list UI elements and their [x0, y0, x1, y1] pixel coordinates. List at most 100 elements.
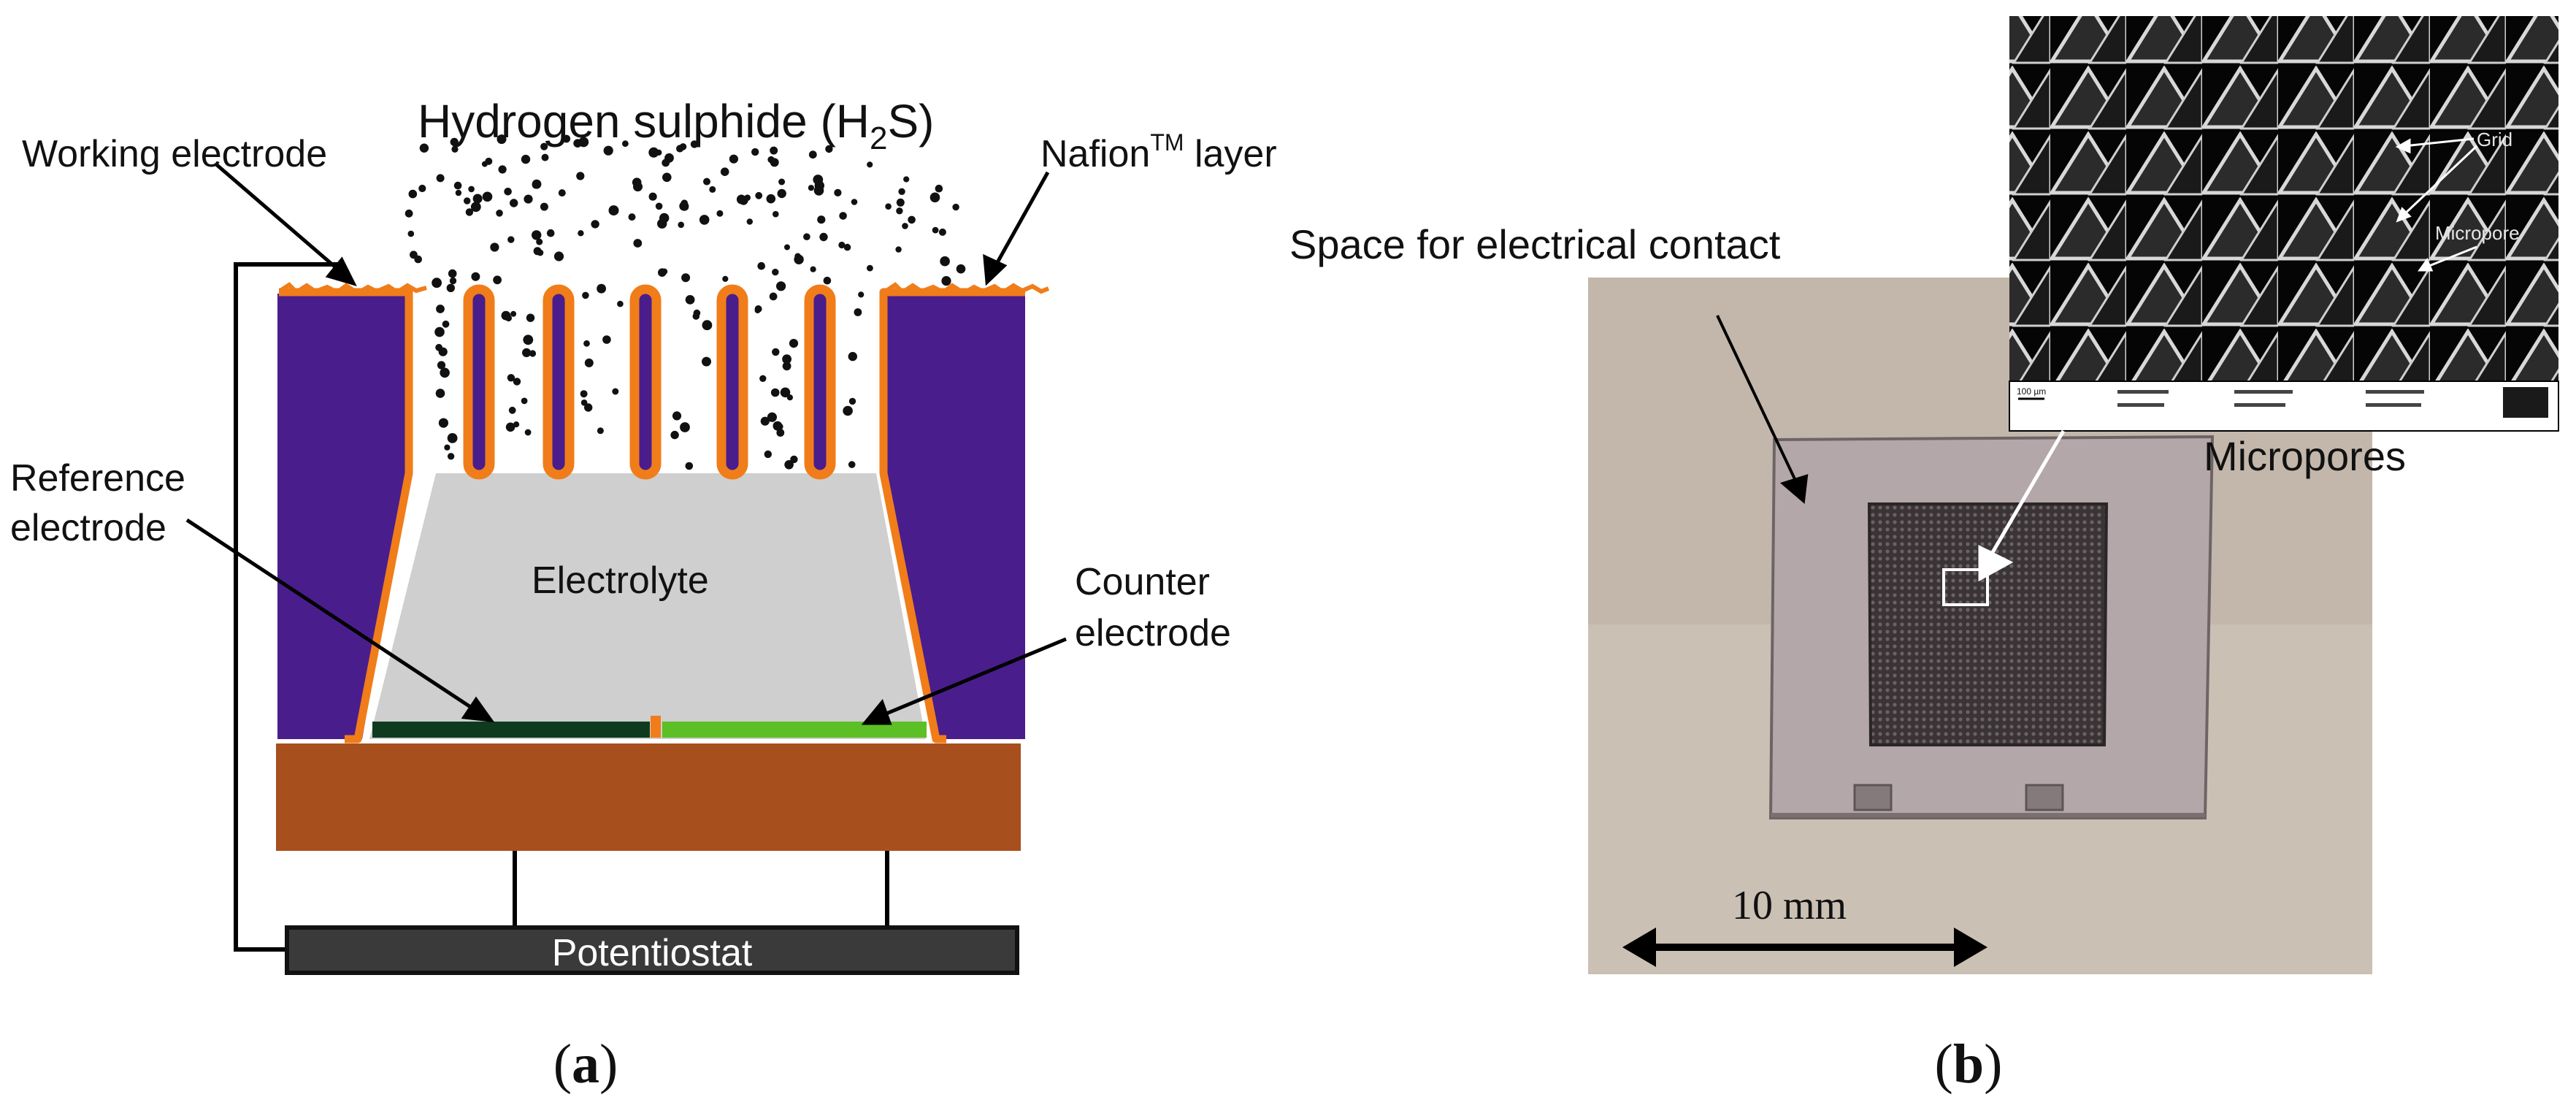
h2s-molecule-dot — [938, 228, 946, 236]
h2s-molecules — [405, 134, 966, 470]
h2s-molecule-dot — [493, 275, 502, 285]
h2s-molecule-dot — [678, 221, 684, 229]
counter-electrode — [662, 722, 927, 738]
h2s-molecule-dot — [662, 172, 672, 183]
h2s-molecule-dot — [760, 416, 770, 426]
h2s-molecule-dot — [524, 194, 533, 204]
h2s-molecule-dot — [681, 273, 691, 283]
h2s-molecule-dot — [501, 310, 511, 321]
h2s-molecule-dot — [496, 210, 503, 217]
h2s-molecule-dot — [767, 412, 777, 422]
h2s-molecule-dot — [558, 189, 566, 197]
h2s-molecule-dot — [468, 186, 475, 193]
h2s-molecule-dot — [580, 390, 588, 398]
h2s-molecule-dot — [580, 399, 588, 406]
sem-grid-label: Grid — [2477, 129, 2512, 150]
reference-electrode — [372, 722, 650, 738]
micropore-array — [1867, 502, 2109, 746]
h2s-molecule-dot — [776, 429, 785, 437]
potentiostat-box — [285, 925, 1019, 975]
h2s-molecule-dot — [603, 145, 613, 156]
h2s-molecule-dot — [455, 189, 462, 196]
h2s-molecule-dot — [772, 348, 780, 356]
h2s-molecule-dot — [759, 375, 767, 382]
h2s-molecule-dot — [608, 205, 619, 216]
h2s-molecule-dot — [508, 406, 516, 414]
h2s-molecule-dot — [449, 277, 457, 285]
potentiostat-label: Potentiostat — [552, 932, 753, 974]
counter-electrode-label-line1: Counter — [1075, 561, 1210, 603]
leader-arrows — [185, 163, 1067, 725]
h2s-molecule-dot — [633, 182, 643, 192]
pillar — [543, 284, 575, 480]
h2s-molecule-dot — [929, 192, 940, 203]
h2s-molecule-dot — [504, 188, 512, 196]
h2s-molecule-dot — [584, 358, 594, 367]
h2s-molecule-dot — [578, 137, 589, 148]
electrical-contact-label: Space for electrical contact — [1289, 221, 1781, 267]
caption-a: (a) — [553, 1033, 618, 1095]
h2s-molecule-dot — [510, 310, 517, 317]
h2s-molecule-dot — [776, 423, 783, 430]
h2s-molecule-dot — [782, 362, 791, 371]
h2s-molecule-dot — [505, 422, 515, 432]
h2s-molecule-dot — [507, 374, 515, 382]
h2s-molecule-dot — [541, 153, 549, 161]
h2s-molecule-dot — [498, 165, 507, 174]
panel-a-diagram: Hydrogen sulphide (H2S) Working electrod… — [10, 95, 1277, 1095]
h2s-molecule-dot — [834, 188, 842, 196]
chip-notch-left — [1853, 784, 1893, 811]
electrolyte-label: Electrolyte — [532, 559, 709, 602]
h2s-molecule-dot — [770, 146, 778, 155]
h2s-molecule-dot — [940, 256, 950, 267]
h2s-molecule-dot — [867, 264, 873, 272]
sem-logo — [2503, 387, 2548, 418]
h2s-molecule-dot — [582, 291, 589, 299]
chip-notch-right — [2025, 784, 2064, 811]
h2s-molecule-dot — [778, 178, 786, 186]
h2s-molecule-dot — [438, 418, 449, 428]
h2s-molecule-dot — [438, 347, 448, 356]
h2s-molecule-dot — [896, 198, 905, 207]
h2s-molecule-dot — [576, 172, 585, 180]
h2s-molecule-dot — [472, 194, 483, 204]
h2s-molecule-dot — [536, 238, 543, 245]
h2s-molecule-dot — [754, 307, 761, 314]
h2s-molecule-dot — [450, 137, 459, 146]
h2s-molecule-dot — [702, 356, 711, 367]
h2s-molecule-dot — [444, 444, 451, 451]
h2s-molecule-dot — [772, 268, 779, 276]
h2s-molecule-dot — [440, 367, 450, 378]
h2s-molecule-dot — [532, 230, 542, 240]
h2s-molecule-dot — [777, 188, 786, 199]
h2s-molecule-dot — [766, 194, 776, 204]
zoom-arrow — [1978, 429, 2066, 582]
h2s-molecule-dot — [819, 232, 828, 242]
h2s-molecule-dot — [670, 430, 679, 440]
pillar — [804, 284, 836, 480]
h2s-molecule-dot — [414, 255, 422, 264]
h2s-molecule-dot — [435, 389, 445, 398]
h2s-molecule-dot — [612, 388, 619, 395]
h2s-molecule-dot — [655, 202, 663, 210]
h2s-molecule-dot — [956, 264, 966, 274]
pillar — [463, 284, 495, 480]
h2s-molecule-dot — [419, 143, 429, 153]
working-electrode-label: Working electrode — [22, 133, 327, 175]
h2s-molecule-dot — [436, 305, 445, 313]
h2s-molecule-dot — [408, 189, 418, 199]
h2s-molecule-dot — [676, 145, 684, 153]
h2s-molecule-dot — [533, 247, 542, 256]
h2s-molecule-dot — [661, 268, 668, 275]
h2s-molecule-dot — [672, 411, 682, 421]
h2s-molecule-dot — [446, 283, 455, 292]
h2s-molecule-dot — [507, 236, 515, 243]
h2s-molecule-dot — [526, 313, 535, 322]
h2s-molecule-dot — [703, 177, 710, 186]
h2s-title: Hydrogen sulphide (H2S) — [418, 95, 934, 156]
nafion-layer-label: NafionTM layer — [1040, 129, 1277, 175]
h2s-molecule-dot — [895, 246, 902, 253]
h2s-molecule-dot — [432, 278, 442, 288]
h2s-molecule-dot — [510, 199, 518, 207]
h2s-molecule-dot — [770, 158, 779, 167]
